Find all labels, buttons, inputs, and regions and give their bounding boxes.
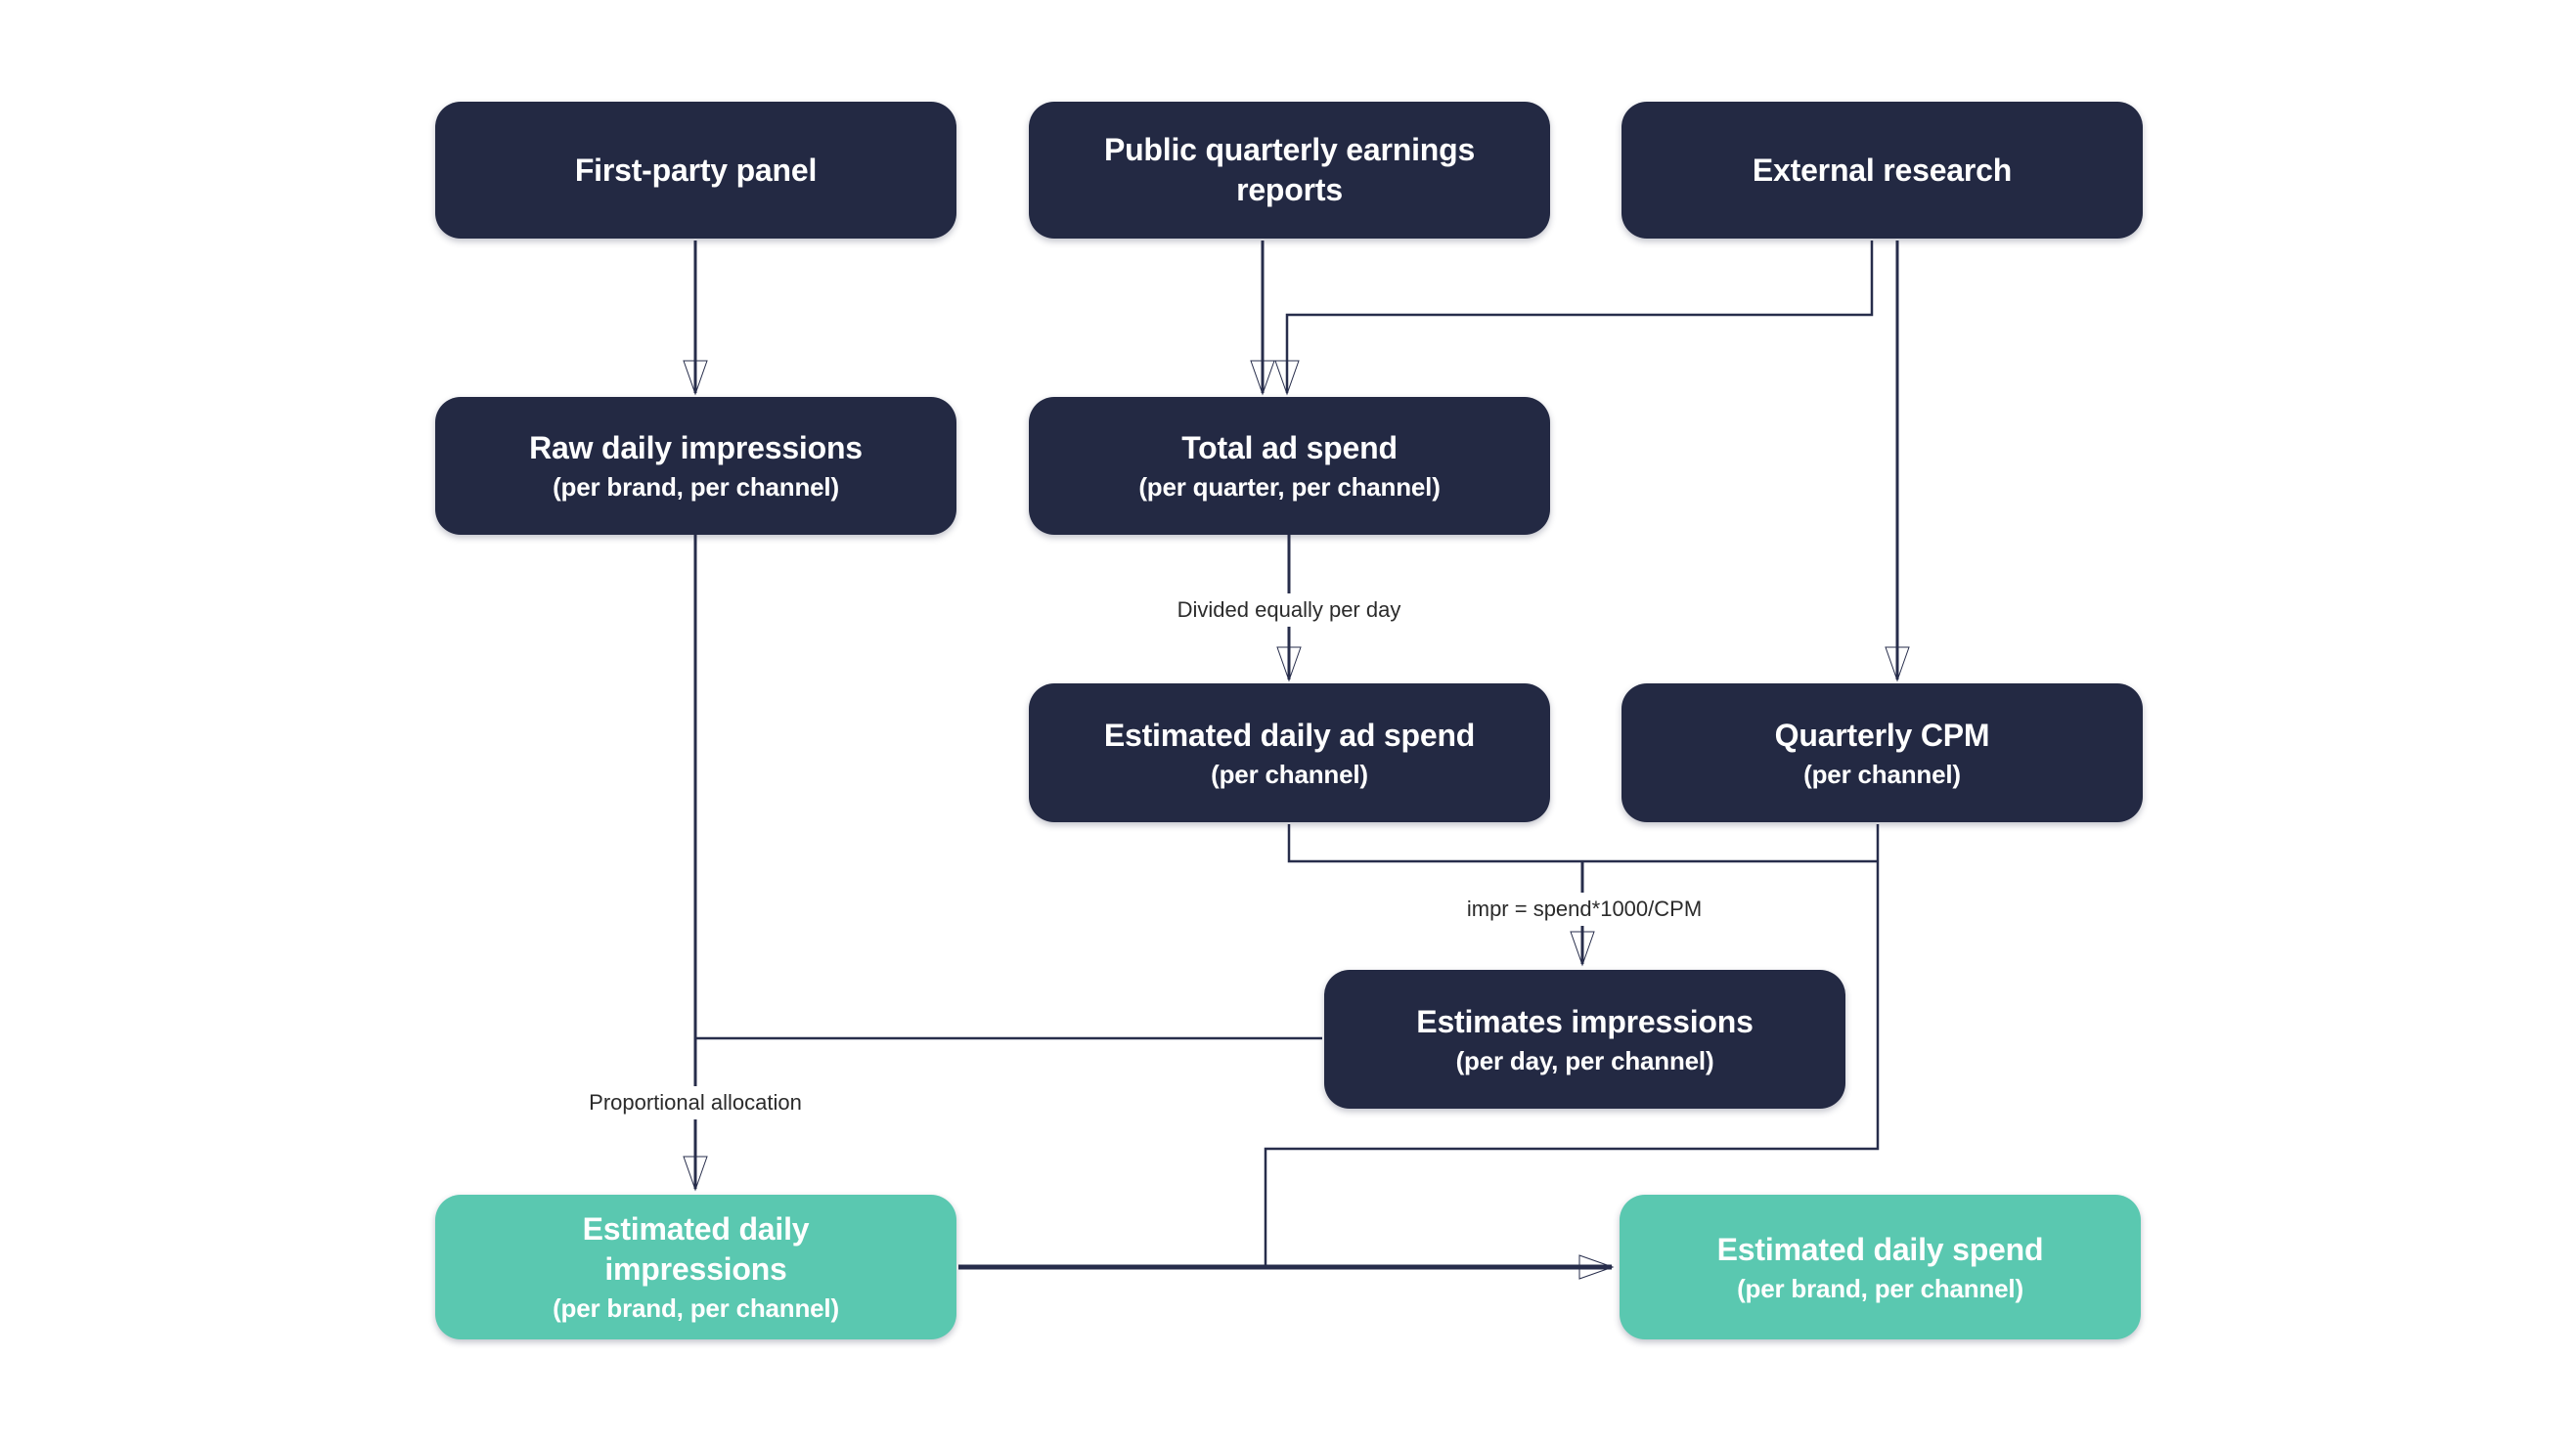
node-title: First-party panel [574,152,818,188]
edge-label-proportional-allocation: Proportional allocation [575,1086,816,1119]
node-subtitle: (per brand, per channel) [1737,1273,2023,1303]
node-title: Estimated daily spend [1716,1231,2044,1267]
node-subtitle: (per day, per channel) [1455,1045,1714,1075]
node-estimated-daily-impressions: Estimated daily impressions (per brand, … [435,1195,956,1339]
node-title: External research [1752,152,2013,188]
edge-cpm-to-estimated-daily-spend [1264,824,1880,1265]
node-subtitle: (per brand, per channel) [553,472,839,503]
edge-label-divided-equally-per-day: Divided equally per day [1163,593,1415,627]
node-raw-daily-impressions: Raw daily impressions (per brand, per ch… [435,397,956,535]
edge-label-impr-formula: impr = spend*1000/CPM [1452,893,1716,926]
node-title: Quarterly CPM [1774,717,1990,753]
node-subtitle: (per channel) [1211,759,1368,789]
node-external-research: External research [1621,102,2143,239]
node-total-ad-spend: Total ad spend (per quarter, per channel… [1029,397,1550,535]
node-title: Total ad spend [1181,430,1398,466]
node-title: Estimated daily impressions [582,1211,810,1288]
node-title: Raw daily impressions [529,430,863,466]
node-public-quarterly-earnings-reports: Public quarterly earnings reports [1029,102,1550,239]
node-first-party-panel: First-party panel [435,102,956,239]
node-title: Public quarterly earnings reports [1103,132,1476,207]
node-title: Estimated daily ad spend [1103,717,1476,753]
node-estimated-daily-spend: Estimated daily spend (per brand, per ch… [1620,1195,2141,1339]
node-subtitle: (per brand, per channel) [553,1293,839,1324]
node-subtitle: (per quarter, per channel) [1138,472,1441,503]
node-quarterly-cpm: Quarterly CPM (per channel) [1621,683,2143,822]
edge-daily-ad-spend-to-junction [1287,824,1878,863]
node-title: Estimates impressions [1416,1003,1754,1039]
node-estimates-impressions: Estimates impressions (per day, per chan… [1324,970,1845,1109]
node-estimated-daily-ad-spend: Estimated daily ad spend (per channel) [1029,683,1550,822]
edge-external-to-total-ad-spend [1274,241,1874,396]
node-subtitle: (per channel) [1803,759,1961,789]
